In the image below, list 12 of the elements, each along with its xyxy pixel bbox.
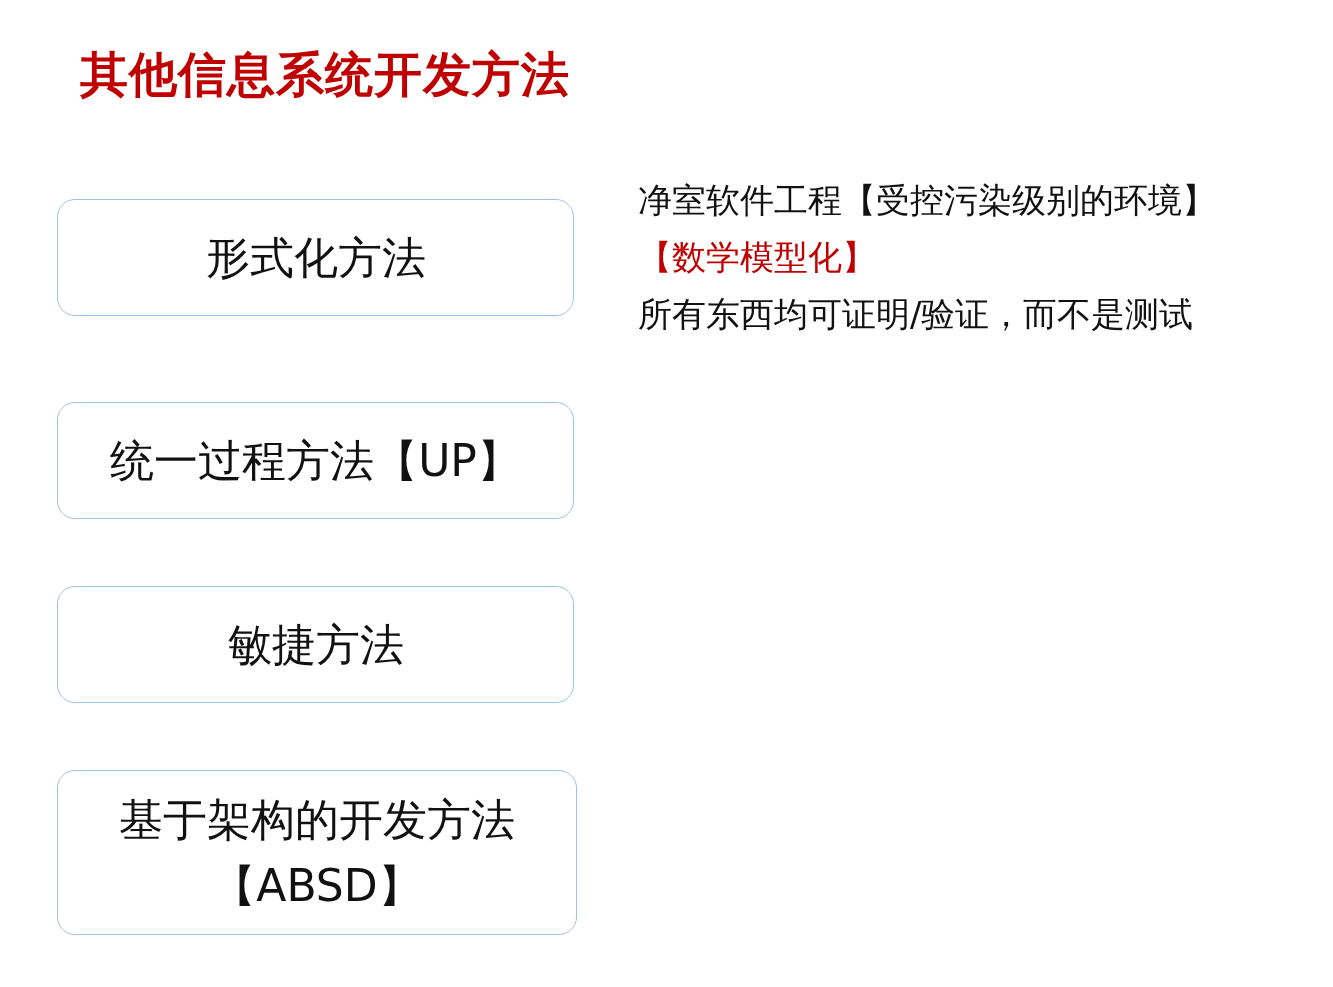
annotation-text: 所有东西均可证明/验证，而不是测试 — [638, 293, 1195, 336]
method-box — [57, 770, 577, 935]
title: 其他信息系统开发方法 — [80, 45, 570, 104]
annotation-text: 净室软件工程【受控污染级别的环境】 — [638, 179, 1216, 222]
method-box — [57, 199, 574, 316]
method-box — [57, 586, 574, 703]
method-label: 统一过程方法【UP】 — [110, 433, 521, 488]
method-box — [57, 402, 574, 519]
method-label: 基于架构的开发方法【ABSD】 — [118, 792, 516, 913]
method-label: 形式化方法 — [205, 230, 426, 285]
method-label: 敏捷方法 — [227, 617, 404, 672]
annotation-text: 【数学模型化】 — [638, 236, 877, 279]
